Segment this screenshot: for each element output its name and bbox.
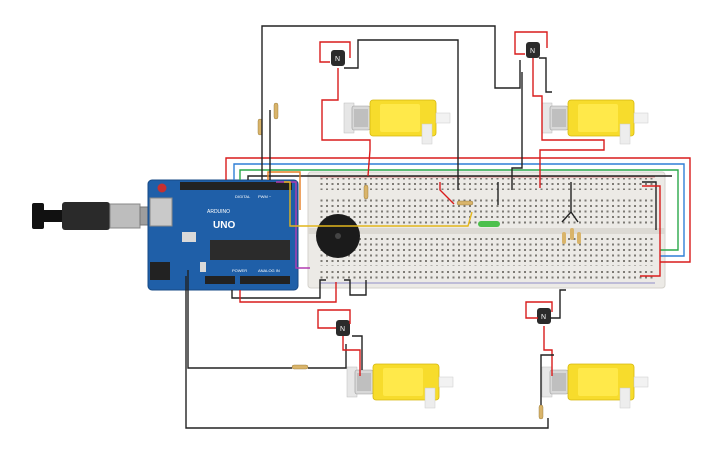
breadboard	[307, 171, 666, 289]
dc-motor-icon	[346, 363, 454, 409]
resistor-icon	[257, 102, 581, 420]
dc-motor-icon	[541, 363, 649, 409]
npn-transistor-icon: N	[526, 42, 540, 58]
transistor-label: N	[530, 48, 535, 55]
arduino-uno-board: UNO ARDUINO DIGITAL PWM ~ POWER ANALOG I…	[147, 179, 299, 291]
led-icon	[478, 221, 500, 227]
npn-transistor-icon: N	[331, 50, 345, 66]
transistor-label: N	[335, 56, 340, 63]
digital-label: DIGITAL	[235, 194, 251, 199]
npn-transistor-icon: N	[336, 320, 350, 336]
analog-label: ANALOG IN	[258, 268, 280, 273]
npn-transistor-icon: N	[537, 308, 551, 324]
piezo-buzzer-icon	[316, 214, 360, 258]
board-brand-text: ARDUINO	[207, 209, 230, 215]
dc-motor-icon	[343, 99, 451, 145]
reset-button[interactable]	[157, 183, 167, 193]
transistor-label: N	[541, 314, 546, 321]
wires	[185, 25, 691, 429]
usb-cable-icon	[32, 202, 155, 230]
board-logo-text: UNO	[213, 220, 235, 231]
dc-motor-icon	[541, 99, 649, 145]
power-label: POWER	[232, 268, 247, 273]
transistor-label: N	[340, 326, 345, 333]
pwm-label: PWM ~	[258, 194, 272, 199]
